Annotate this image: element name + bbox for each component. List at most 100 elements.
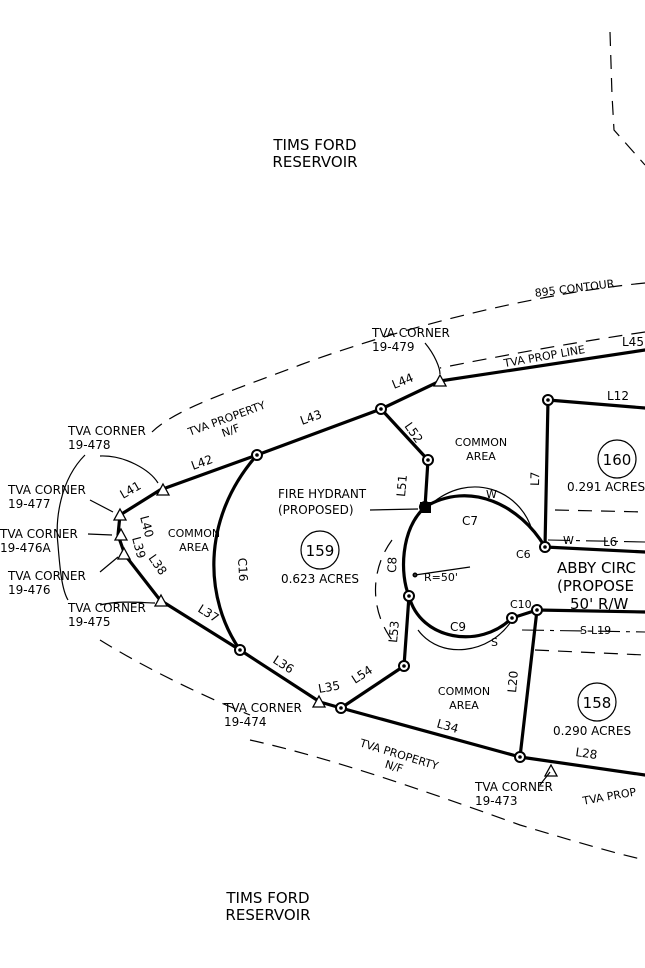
label-L43: L43 <box>298 407 323 428</box>
tva-corner-474-num: 19-474 <box>224 715 267 729</box>
label-C8: C8 <box>385 557 400 573</box>
label-L45: L45 <box>622 335 644 349</box>
corner-marker <box>311 694 327 708</box>
line-L53 <box>402 594 411 668</box>
tva-corner-474-label: TVA CORNER <box>223 701 302 715</box>
corner-marker <box>153 593 169 607</box>
line-L54 <box>339 664 406 710</box>
line-L20 <box>518 608 539 759</box>
lot-159-number: 159 <box>306 542 335 560</box>
label-C9: C9 <box>450 620 466 634</box>
tva-corner-479-num: 19-479 <box>372 340 415 354</box>
label-C7: C7 <box>462 514 478 528</box>
label-L7: L7 <box>528 471 542 486</box>
common-area-bottom-1: COMMON <box>438 685 490 698</box>
common-area-left-1: COMMON <box>168 527 220 540</box>
road-name-2: (PROPOSE <box>557 577 634 595</box>
lot-160-acres: 0.291 ACRES <box>567 480 645 494</box>
line-L12 <box>546 398 645 410</box>
tva-property-upper <box>439 331 645 369</box>
tva-corner-479-label: TVA CORNER <box>371 326 450 340</box>
reservoir-top-line2: RESERVOIR <box>272 153 357 171</box>
contour-label: 895 CONTOUR <box>534 277 615 300</box>
water-tag-2: W <box>563 534 574 547</box>
tva-corner-477-num: 19-477 <box>8 497 51 511</box>
cul-de-sac-arc <box>375 539 393 641</box>
corner-marker <box>113 527 129 541</box>
line-L42 <box>158 453 259 492</box>
label-L52: L52 <box>402 420 426 446</box>
tva-corner-475-label: TVA CORNER <box>67 601 146 615</box>
corner-marker <box>155 482 171 496</box>
cul-de-sac <box>407 494 547 639</box>
line-L43 <box>255 407 383 457</box>
tva-corner-markers <box>112 373 559 777</box>
reference-lines <box>99 31 645 861</box>
sewer-line <box>521 629 645 633</box>
corner-marker <box>116 546 132 560</box>
lot-158-acres: 0.290 ACRES <box>553 724 631 738</box>
common-area-left-2: AREA <box>179 541 209 554</box>
water-line <box>547 539 645 543</box>
fire-hydrant-label-1: FIRE HYDRANT <box>278 487 367 501</box>
sewer-tag: S <box>491 636 498 649</box>
label-L42: L42 <box>189 452 214 473</box>
reservoir-bottom-line2: RESERVOIR <box>225 906 310 924</box>
reservoir-bottom-line1: TIMS FORD <box>225 889 309 907</box>
label-L39: L39 <box>129 535 148 560</box>
sewer-arc <box>417 619 513 651</box>
lot-circle-158 <box>577 682 617 722</box>
tva-property-lower <box>249 739 645 861</box>
water-arc <box>429 486 533 531</box>
curve-C16 <box>212 453 259 652</box>
lot-158-dash <box>534 649 645 656</box>
label-C16: C16 <box>235 557 250 581</box>
water-tag-1: W <box>486 488 497 501</box>
tva-corner-473-label: TVA CORNER <box>474 780 553 794</box>
label-L41: L41 <box>118 478 144 501</box>
tva-corner-473-num: 19-473 <box>475 794 518 808</box>
label-L28: L28 <box>575 745 599 762</box>
radius-arrow <box>414 566 471 576</box>
fire-hydrant-symbol <box>369 502 431 513</box>
tva-corner-476-num: 19-476 <box>8 583 51 597</box>
common-area-top-1: COMMON <box>455 436 507 449</box>
label-L12: L12 <box>607 389 629 403</box>
line-L28 <box>518 755 645 777</box>
line-L45 <box>438 348 645 383</box>
label-L20: L20 <box>505 670 521 693</box>
line-L34 <box>339 706 522 759</box>
tva-corner-475-num: 19-475 <box>68 615 111 629</box>
road-name-1: ABBY CIRC <box>557 559 636 577</box>
sewer-line-tag: S-L19 <box>580 624 611 637</box>
line-L44 <box>379 379 442 411</box>
label-L40: L40 <box>137 514 156 539</box>
line-L41 <box>118 488 162 517</box>
upper-contour <box>609 31 645 166</box>
tva-corner-478-label: TVA CORNER <box>67 424 146 438</box>
label-L51: L51 <box>394 474 410 497</box>
tva-property-lower-2: N/F <box>383 758 404 776</box>
line-L52 <box>379 407 430 462</box>
label-L54: L54 <box>349 663 375 687</box>
line-L51 <box>423 458 430 509</box>
lot-159-acres: 0.623 ACRES <box>281 572 359 586</box>
tva-corner-476a-num: 19-476A <box>0 541 52 555</box>
label-L44: L44 <box>390 371 416 392</box>
label-L6: L6 <box>603 535 617 549</box>
lot-circle-160 <box>597 439 637 479</box>
survey-nodes <box>234 394 554 763</box>
label-C6: C6 <box>516 548 531 561</box>
line-L37 <box>158 598 242 652</box>
tva-corner-476-label: TVA CORNER <box>7 569 86 583</box>
common-area-top-2: AREA <box>466 450 496 463</box>
tva-property-upper-2: N/F <box>220 421 242 439</box>
corner-marker <box>432 373 448 387</box>
lot-160-dash <box>554 509 645 513</box>
corner-marker <box>543 763 559 777</box>
reservoir-top-line1: TIMS FORD <box>272 136 356 154</box>
line-L7 <box>543 398 550 549</box>
curve-C8 <box>401 505 427 598</box>
label-L35: L35 <box>317 678 341 696</box>
